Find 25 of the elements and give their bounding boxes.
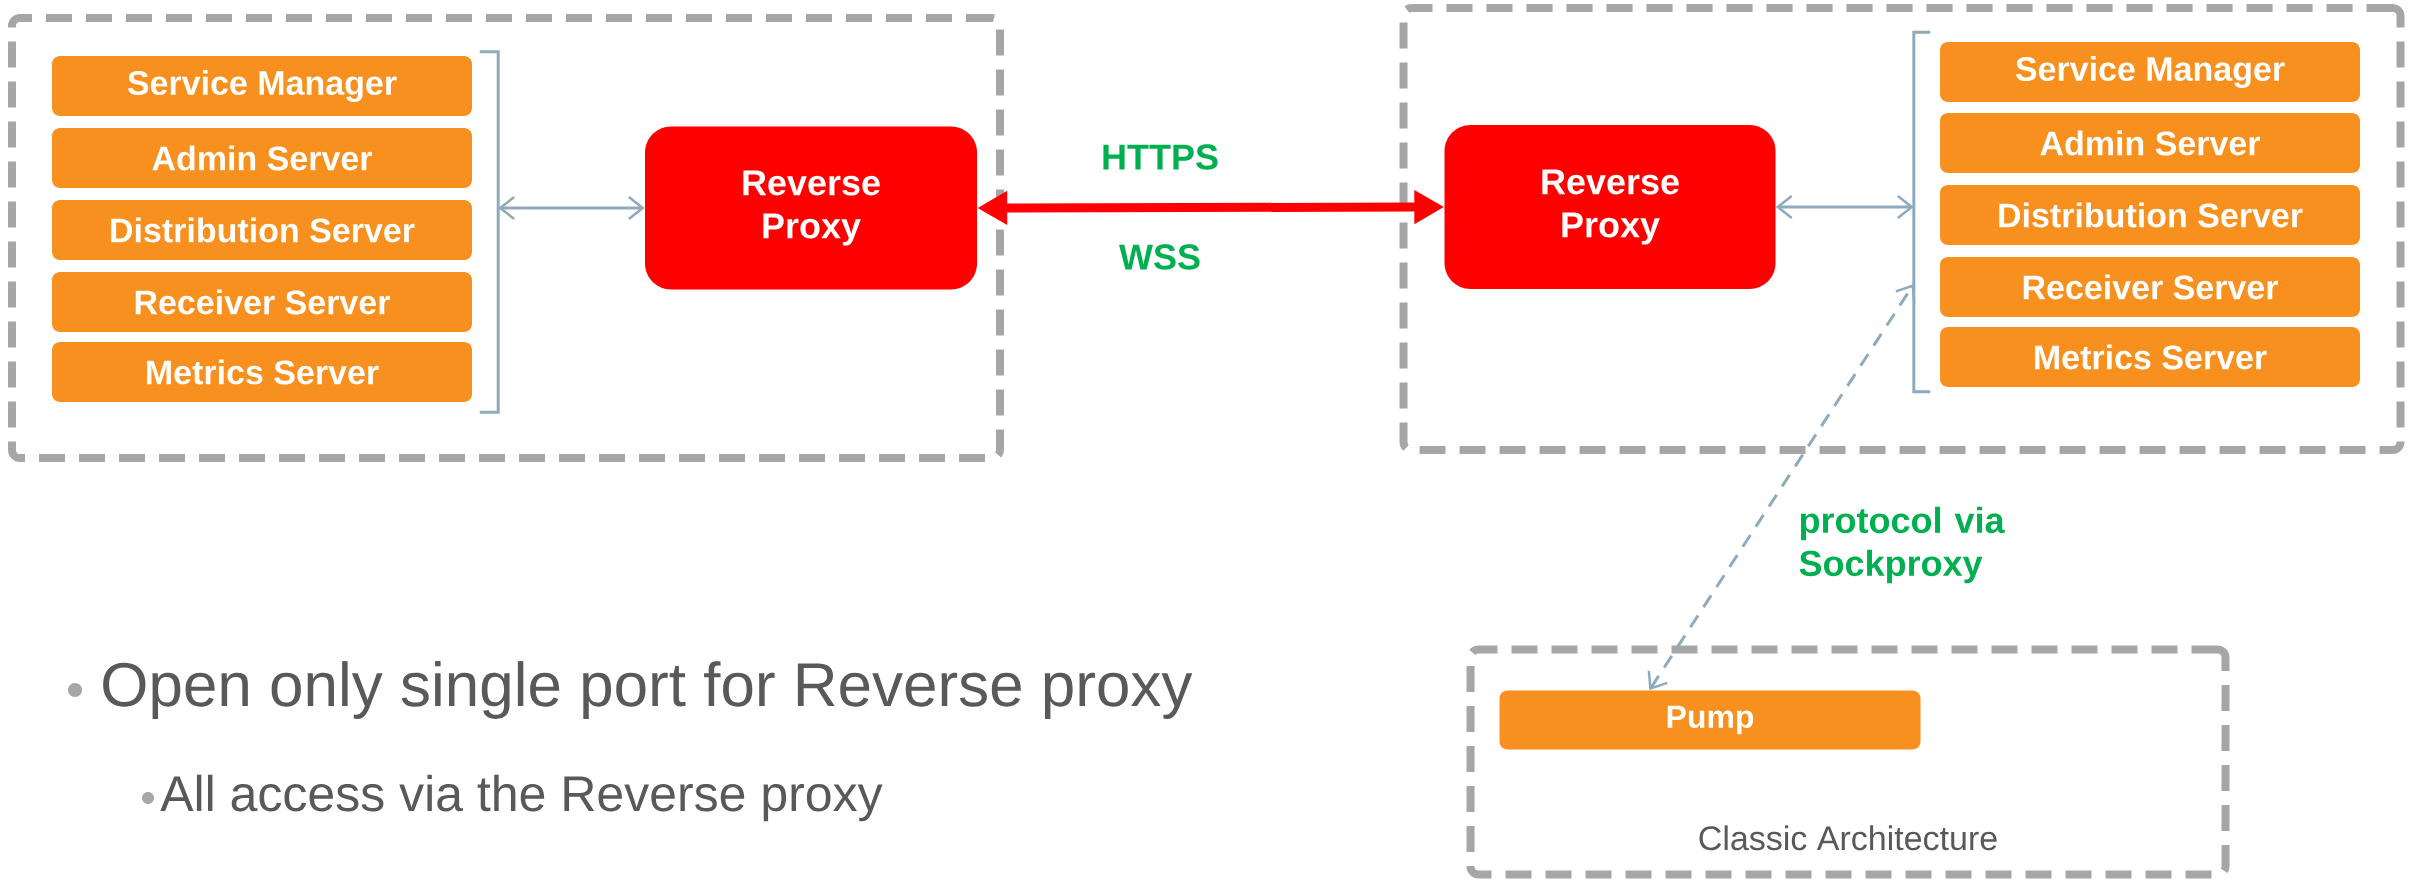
component-box: Admin Server: [52, 128, 472, 188]
edge-label: HTTPS: [1103, 144, 1218, 170]
dashed-frame: [1399, 4, 2405, 454]
component-box: Receiver Server: [52, 272, 472, 332]
component-box: Metrics Server: [1940, 327, 2361, 387]
component-box: Distribution Server: [52, 200, 472, 260]
component-box: Receiver Server: [1940, 257, 2361, 317]
component-box: Service Manager: [52, 56, 472, 116]
edge-label: protocol via Sockproxy: [1799, 506, 2005, 584]
arrow: [1647, 284, 1916, 691]
bullet-text: All access via the Reverse proxy: [142, 774, 883, 822]
bracket: [479, 50, 500, 414]
proxy-box: Reverse Proxy: [1444, 125, 1776, 289]
component-box: Distribution Server: [1940, 185, 2361, 245]
bullet-text: Open only single port for Reverse proxy: [68, 661, 1193, 719]
component-box: Metrics Server: [52, 342, 472, 402]
arrow: [1775, 195, 1914, 219]
dashed-frame: [8, 14, 1004, 462]
proxy-box: Reverse Proxy: [645, 126, 977, 290]
bracket: [1912, 30, 1931, 394]
arrow: [498, 196, 645, 220]
component-box: Admin Server: [1940, 113, 2361, 173]
protocol-label: WSS: [1119, 244, 1200, 270]
component-box: Service Manager: [1940, 42, 2361, 102]
component-box: Pump: [1499, 690, 1921, 750]
